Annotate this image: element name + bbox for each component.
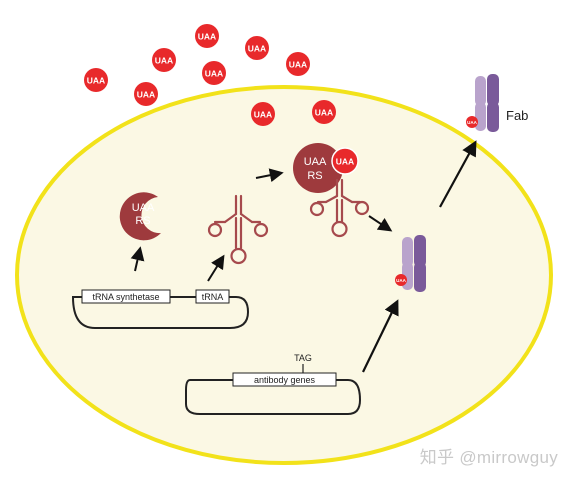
arrow-icon [130,246,145,272]
uaa-molecule-icon: UAA [152,48,176,72]
uaa-molecule-icon: UAA [395,274,407,286]
uaa-molecule-icon: UAA [245,36,269,60]
svg-text:antibody genes: antibody genes [254,375,316,385]
svg-text:UAA: UAA [87,76,105,86]
svg-text:UAA: UAA [396,278,406,283]
antibody-icon [475,74,499,132]
svg-text:UAA: UAA [254,110,272,120]
svg-text:UAA: UAA [155,56,173,66]
svg-text:UAA: UAA [248,44,266,54]
svg-text:UAA: UAA [137,90,155,100]
synthetase-enzyme-icon: UAA RS [293,143,343,193]
uaa-molecule-icon: UAA [202,61,226,85]
svg-text:UAA: UAA [336,157,354,167]
arrow-icon [439,140,477,208]
trna-icon [309,178,370,238]
svg-text:TAG: TAG [294,353,312,363]
uaa-molecule-icon: UAA [251,102,275,126]
svg-text:UAA: UAA [315,108,333,118]
watermark: 知乎 @mirrowguy [419,448,558,467]
uaa-molecule-icon: UAA [195,24,219,48]
svg-text:UAA: UAA [132,202,155,214]
arrow-icon [362,299,399,373]
plasmid-antibody: antibody genes TAG [185,353,362,415]
uaa-molecule-icon: UAA [331,147,359,175]
uaa-molecule-icon: UAA [134,82,158,106]
trna-icon [207,194,269,265]
svg-text:tRNA synthetase: tRNA synthetase [92,292,159,302]
svg-text:UAA: UAA [467,120,477,125]
svg-text:UAA: UAA [289,60,307,70]
uaa-molecule-icon: UAA [84,68,108,92]
svg-text:RS: RS [307,170,322,182]
svg-text:RS: RS [135,215,150,227]
uaa-molecule-icon: UAA [466,116,478,128]
arrow-icon [368,215,393,232]
uaa-molecule-icon: UAA [312,100,336,124]
svg-text:tRNA: tRNA [202,292,224,302]
uaa-molecule-icon: UAA [286,52,310,76]
svg-text:UAA: UAA [205,69,223,79]
fab-label: Fab [506,108,528,123]
svg-text:UAA: UAA [304,156,327,168]
arrow-icon [207,254,225,282]
arrow-icon [255,168,284,183]
svg-text:UAA: UAA [198,32,216,42]
synthetase-enzyme-icon: UAA RS [119,192,161,241]
plasmid-trna-synthetase: tRNA synthetase tRNA [71,289,250,329]
cell-membrane [15,85,553,465]
